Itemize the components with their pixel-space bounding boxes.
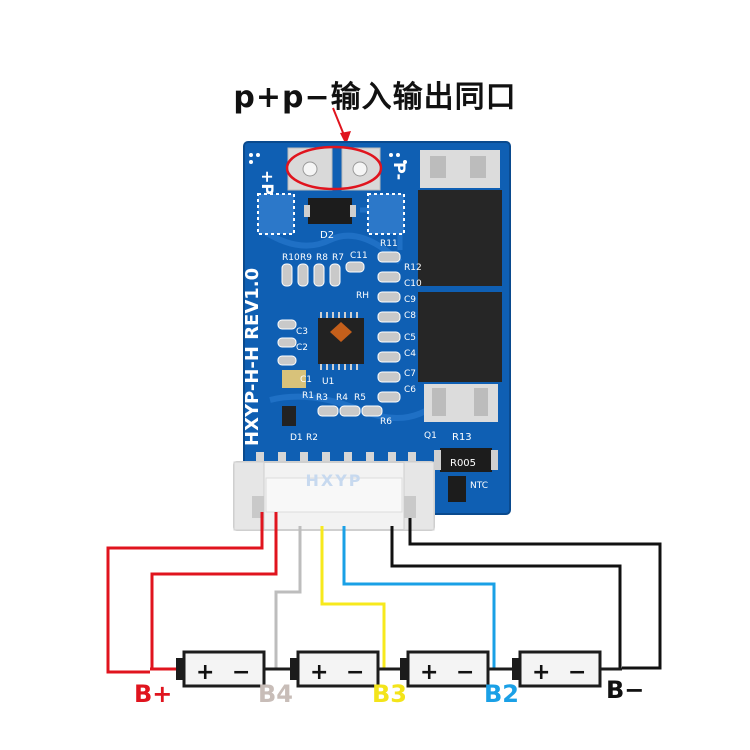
r3-label: R3 xyxy=(316,393,328,403)
wire-b-plus-inner xyxy=(150,512,278,668)
svg-text:−: − xyxy=(346,660,364,685)
r12-label: R12 xyxy=(404,263,422,273)
svg-text:−: − xyxy=(232,660,250,685)
pad-minus-label: P- xyxy=(390,162,409,180)
wires xyxy=(106,512,662,674)
board-model-label: HXYP-H-H REV1.0 xyxy=(242,268,263,446)
r8-label: R8 xyxy=(316,253,328,263)
battery-cells: + − + − + − + − xyxy=(150,650,622,688)
label-b-minus: B− xyxy=(606,676,645,704)
pad-plus-label: +P xyxy=(258,170,277,195)
cell-3: + − xyxy=(400,650,490,688)
svg-text:+: + xyxy=(196,660,214,685)
shunt-resistor xyxy=(440,448,492,472)
label-b2: B2 xyxy=(484,680,519,708)
pcb: +P P- D2 Q1 R13 R005 NTC HXYP-H xyxy=(242,141,511,515)
d2-label: D2 xyxy=(320,230,334,241)
c5-label: C5 xyxy=(404,333,416,343)
wire-b-plus-outer xyxy=(106,512,264,674)
pointer-arrowhead xyxy=(340,131,351,145)
mosfet-2 xyxy=(418,292,502,382)
label-b-plus: B+ xyxy=(134,680,173,708)
r4-label: R4 xyxy=(336,393,348,403)
shunt-label: R005 xyxy=(450,458,476,469)
wire-b2 xyxy=(342,526,496,668)
svg-text:+: + xyxy=(310,660,328,685)
connector-brand: HXYP xyxy=(305,471,362,490)
c2-label: C2 xyxy=(296,343,308,353)
r9-label: R9 xyxy=(300,253,312,263)
c10-label: C10 xyxy=(404,279,422,289)
cell-4: + − xyxy=(512,650,602,688)
r7-label: R7 xyxy=(332,253,344,263)
label-b3: B3 xyxy=(372,680,407,708)
wire-b4 xyxy=(274,526,302,668)
wire-b-minus-outer xyxy=(408,518,662,670)
page-title: p+p−输入输出同口 xyxy=(233,80,517,115)
r1-label: R1 xyxy=(302,391,314,401)
rh-label: RH xyxy=(356,291,369,301)
pad-highlight-ellipse xyxy=(285,145,383,191)
c9-label: C9 xyxy=(404,295,416,305)
c7-label: C7 xyxy=(404,369,416,379)
c11-label: C11 xyxy=(350,251,368,261)
cell-1: + − xyxy=(176,650,266,688)
r5-label: R5 xyxy=(354,393,366,403)
r10-label: R10 xyxy=(282,253,300,263)
c3-label: C3 xyxy=(296,327,308,337)
svg-text:+: + xyxy=(420,660,438,685)
wire-b3 xyxy=(320,526,386,668)
c6-label: C6 xyxy=(404,385,416,395)
c8-label: C8 xyxy=(404,311,416,321)
ntc-label: NTC xyxy=(470,481,488,491)
balance-connector: HXYP xyxy=(233,461,435,531)
svg-text:+: + xyxy=(532,660,550,685)
c1-label: C1 xyxy=(300,375,312,385)
svg-text:−: − xyxy=(456,660,474,685)
c4-label: C4 xyxy=(404,349,416,359)
wire-b-minus-inner xyxy=(390,526,622,668)
cell-2: + − xyxy=(290,650,380,688)
r11-label: R11 xyxy=(380,239,398,249)
q1-label: Q1 xyxy=(424,431,437,441)
mosfet-1 xyxy=(418,190,502,286)
svg-text:−: − xyxy=(568,660,586,685)
r6-label: R6 xyxy=(380,417,392,427)
r13-label: R13 xyxy=(452,432,472,443)
d1-label: D1 xyxy=(290,433,303,443)
u1-label: U1 xyxy=(322,377,334,387)
diode-d2 xyxy=(308,198,352,224)
r2-label: R2 xyxy=(306,433,318,443)
label-b4: B4 xyxy=(258,680,293,708)
